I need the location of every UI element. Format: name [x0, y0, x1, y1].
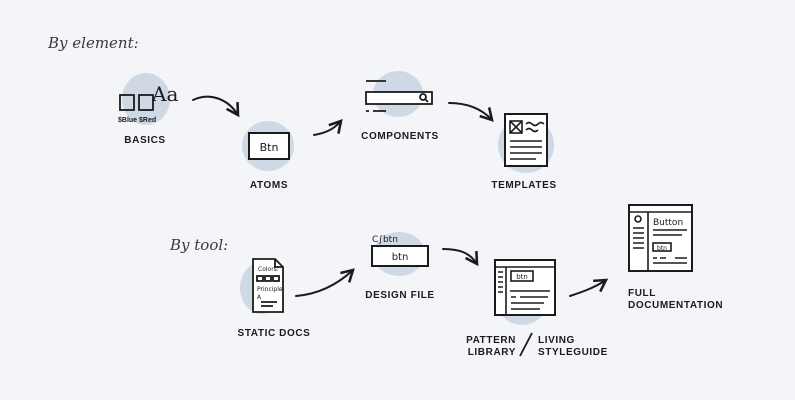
pattern-label-line-2: LIBRARY: [467, 347, 516, 358]
background-blobs: [122, 71, 688, 325]
basics-sub: $Blue $Red: [118, 117, 156, 124]
node-label-atoms: ATOMS: [249, 180, 289, 191]
node-label-design-file: DESIGN FILE: [365, 290, 435, 301]
basics-glyph: Aa: [151, 82, 178, 106]
atoms-button-shape: [248, 132, 290, 160]
arrow-components-to-templates: [448, 102, 494, 122]
node-label-templates: TEMPLATES: [491, 180, 557, 191]
label-separator: [519, 332, 533, 357]
arrow-atoms-to-components: [313, 119, 343, 136]
arrow-static-docs-to-design-file: [295, 268, 355, 297]
design-file-tag: C∫btn: [372, 235, 398, 245]
design-file-button-shape: [371, 245, 429, 267]
static-docs-illustration: [252, 258, 284, 313]
pattern-library-illustration: [494, 259, 556, 316]
static-docs-line-3: A: [257, 294, 262, 301]
arrow-design-file-to-pattern-library: [442, 248, 479, 267]
full-doc-label-line-1: FULL: [628, 288, 656, 299]
pattern-library-glyph: btn: [516, 273, 528, 281]
full-doc-title: Button: [653, 218, 683, 228]
full-doc-label-line-2: DOCUMENTATION: [628, 300, 724, 311]
design-file-glyph: btn: [392, 252, 409, 263]
node-label-living-styleguide: LIVING STYLEGUIDE: [538, 335, 608, 359]
node-label-full-documentation: FULL DOCUMENTATION: [628, 288, 723, 312]
basics-illustration: [119, 94, 154, 111]
full-documentation-illustration: [628, 204, 693, 272]
full-doc-glyph: btn: [657, 245, 667, 252]
templates-illustration: [504, 113, 548, 167]
row-label-by-tool: By tool:: [170, 236, 229, 254]
living-label-line-2: STYLEGUIDE: [538, 347, 608, 358]
arrow-basics-to-atoms: [192, 95, 240, 118]
arrow-pattern-library-to-full-documentation: [569, 278, 609, 297]
node-label-pattern-library: PATTERN LIBRARY: [440, 335, 516, 359]
components-illustration: [365, 80, 433, 112]
row-label-by-element: By element:: [48, 34, 139, 52]
pattern-label-line-1: PATTERN: [466, 335, 516, 346]
static-docs-line-1: Colors:: [258, 266, 279, 273]
node-label-static-docs: STATIC DOCS: [237, 328, 311, 339]
node-label-components: COMPONENTS: [361, 131, 439, 142]
living-label-line-1: LIVING: [538, 335, 575, 346]
atoms-glyph: Btn: [260, 141, 279, 154]
static-docs-line-2: Principle: [257, 286, 283, 293]
node-label-basics: BASICS: [124, 135, 166, 146]
